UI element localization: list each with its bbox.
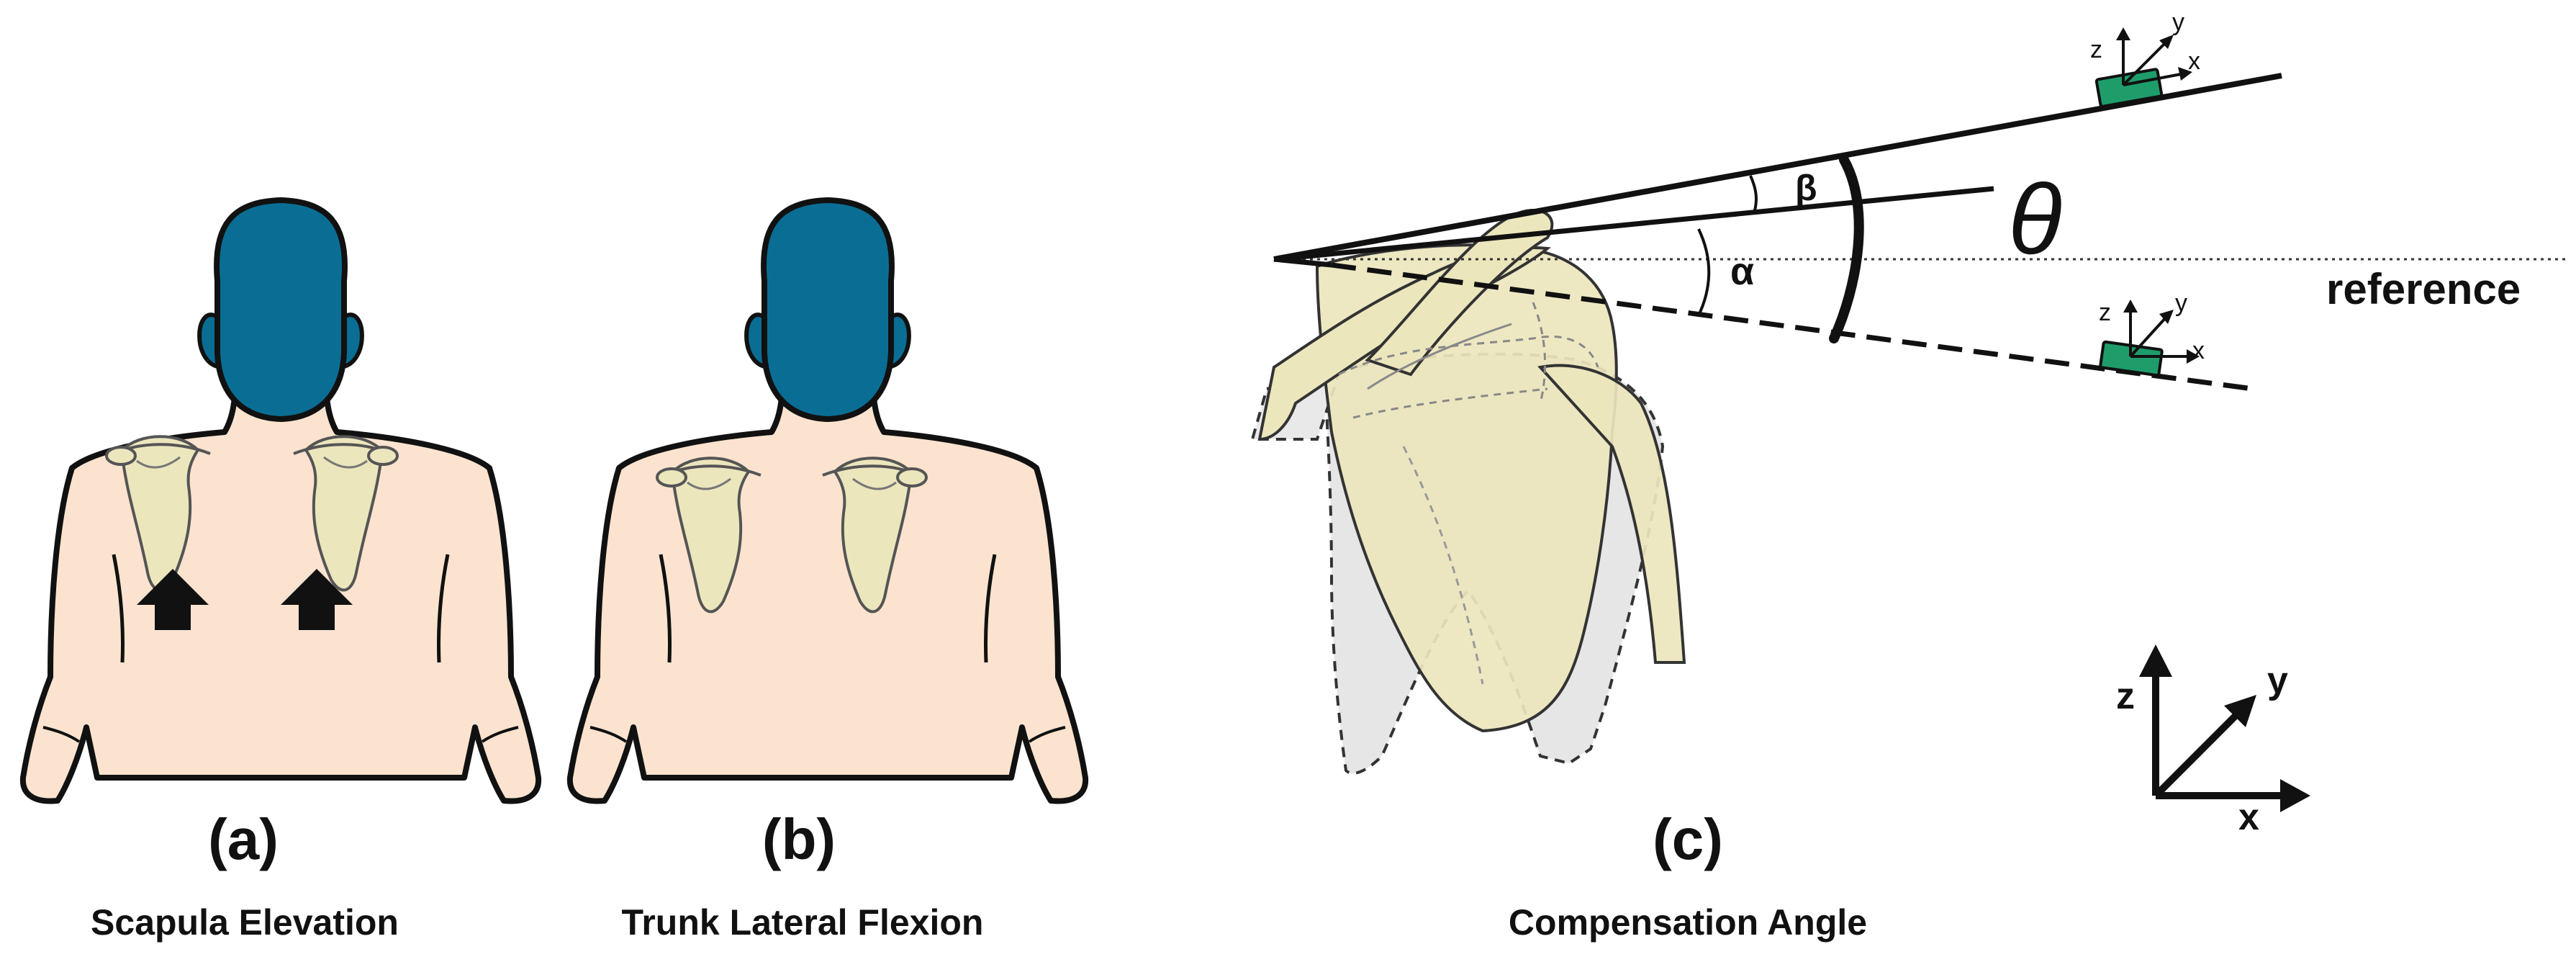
sensor2-z-label: z [2099, 299, 2111, 326]
beta-symbol: β [1795, 168, 1817, 208]
panel-a-letter: (a) [208, 807, 279, 871]
panel-a-caption: Scapula Elevation [91, 902, 399, 943]
panel-c-letter: (c) [1653, 807, 1723, 871]
humerus-line [1273, 73, 2282, 262]
torso-trunk-lateral-flexion [570, 200, 1085, 801]
panel-c-caption: Compensation Angle [1508, 902, 1868, 943]
theta-symbol: θ [2008, 164, 2062, 275]
scapula-plane-line [1277, 186, 1994, 262]
sensor1-x-label: x [2188, 48, 2200, 75]
beta-arc [1749, 175, 1758, 211]
scapula-rotated [1257, 208, 1686, 733]
sensor2-x-label: x [2192, 337, 2205, 364]
global-z-label: z [2116, 675, 2135, 717]
torso-scapula-elevation [23, 200, 538, 801]
trunk-dashed-line [1331, 262, 2254, 392]
up-arrow-icon [137, 569, 209, 630]
global-x-label: x [2238, 796, 2259, 838]
sensor2-y-label: y [2175, 289, 2187, 317]
trunk-sensor [2099, 300, 2200, 377]
sensor1-y-label: y [2172, 9, 2184, 36]
panel-b-caption: Trunk Lateral Flexion [621, 902, 984, 943]
sensor1-z-label: z [2090, 36, 2102, 63]
up-arrow-icon [281, 569, 353, 630]
theta-arc [1829, 155, 1864, 343]
global-axes [2139, 644, 2310, 812]
global-y-label: y [2267, 660, 2288, 701]
alpha-arc [1697, 228, 1711, 316]
reference-label: reference [2326, 265, 2521, 313]
humerus-sensor [2094, 27, 2192, 108]
panel-b-letter: (b) [761, 807, 836, 871]
trunk-line-start [1273, 256, 1332, 268]
alpha-symbol: α [1730, 250, 1754, 293]
